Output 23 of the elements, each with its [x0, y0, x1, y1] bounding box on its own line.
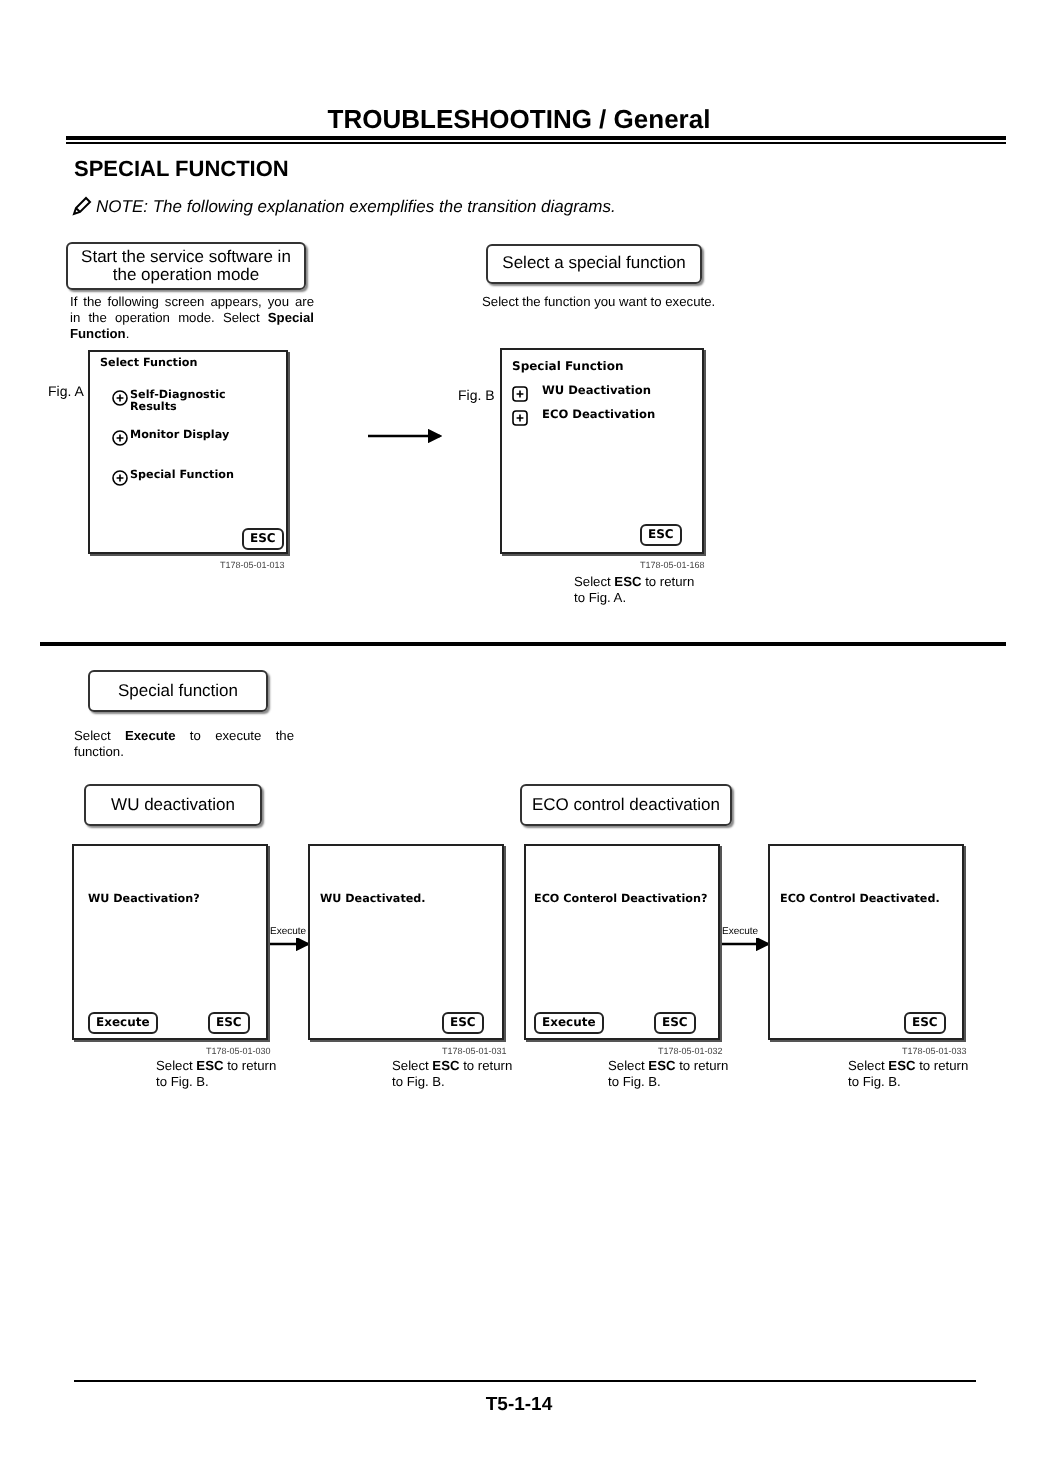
screen-panel [524, 844, 720, 1040]
step-text: Special function [117, 681, 238, 701]
step-box [88, 670, 268, 712]
arrow [368, 428, 443, 444]
step-text: ECO control deactivation [531, 795, 721, 815]
arrow [268, 936, 311, 952]
screen-panel [88, 350, 288, 554]
step-box [486, 244, 702, 284]
screen-panel [72, 844, 268, 1040]
screen-panel [500, 348, 704, 554]
step-text: Start the service software in the operation mode [79, 247, 293, 285]
note-text: NOTE: The following explanation exemplifies the transition diagrams. [96, 196, 618, 216]
step-box [66, 242, 306, 290]
section-heading: SPECIAL FUNCTION [74, 158, 291, 182]
step-box [84, 784, 262, 826]
step-box [520, 784, 732, 826]
step-text: WU deactivation [111, 795, 235, 815]
screen-panel [768, 844, 964, 1040]
page-number: T5-1-14 [483, 1394, 555, 1416]
page-title: TROUBLESHOOTING / General [325, 104, 713, 134]
screen-panel [308, 844, 504, 1040]
arrow [720, 936, 771, 952]
step-text: Select a special function [502, 254, 686, 274]
